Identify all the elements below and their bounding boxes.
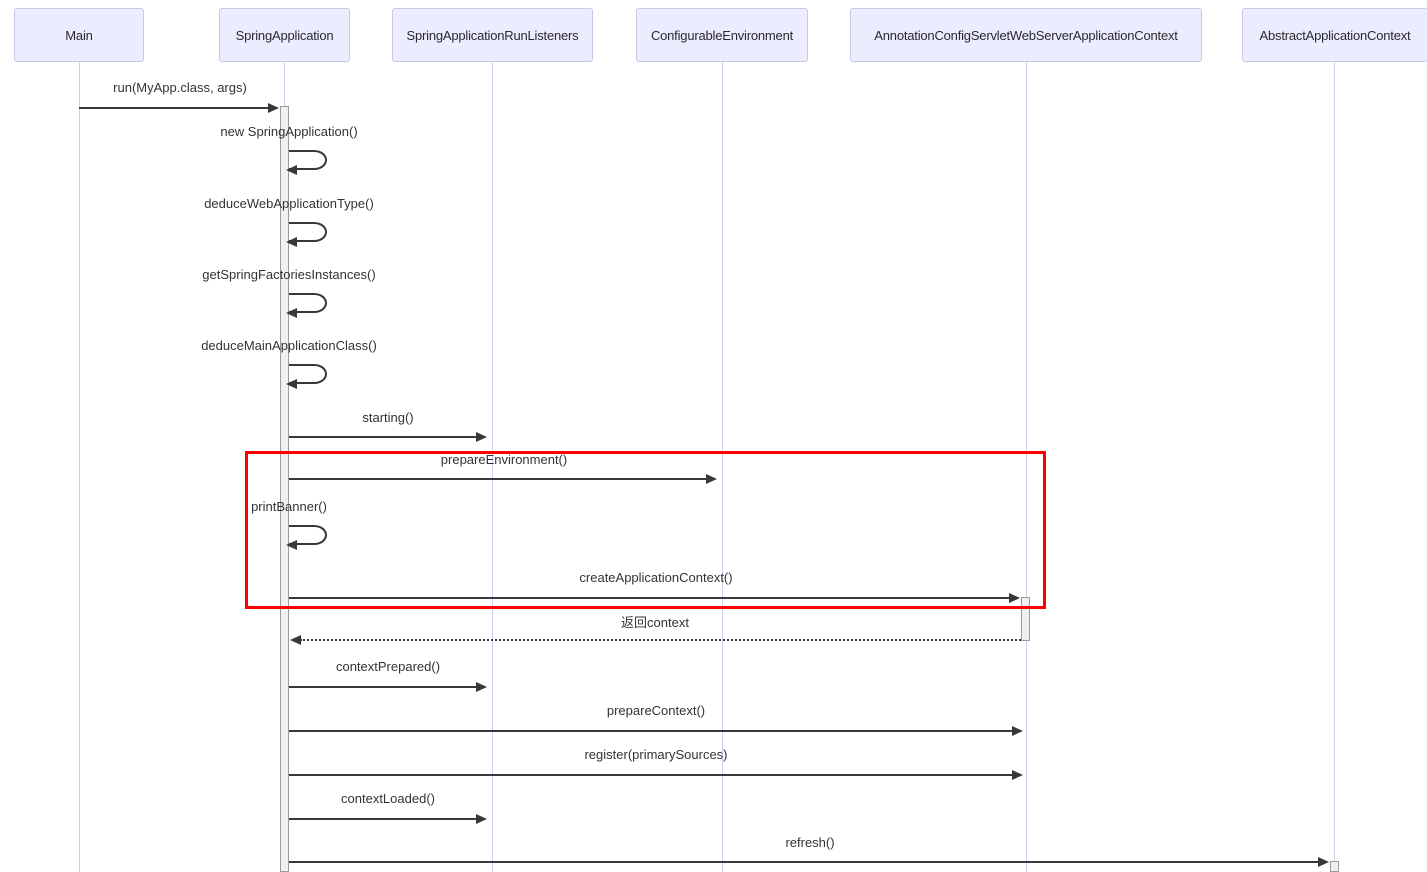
message-label-get-spring-factories-instances: getSpringFactoriesInstances()	[202, 267, 376, 282]
message-label-create-application-context: createApplicationContext()	[579, 570, 733, 585]
participant-spring-application-run-listeners: SpringApplicationRunListeners	[392, 8, 593, 62]
participant-spring-application: SpringApplication	[219, 8, 350, 62]
participant-main: Main	[14, 8, 144, 62]
participant-annotation-config-context: AnnotationConfigServletWebServerApplicat…	[850, 8, 1202, 62]
message-arrow-context-prepared	[289, 682, 487, 692]
participant-label: Main	[65, 27, 93, 43]
self-loop-print-banner	[286, 525, 327, 550]
message-label-context-loaded: contextLoaded()	[341, 791, 435, 806]
activation-annotation-config-context	[1021, 597, 1030, 641]
message-arrow-refresh	[289, 857, 1329, 867]
participant-label: SpringApplicationRunListeners	[406, 27, 579, 43]
message-label-print-banner: printBanner()	[251, 499, 327, 514]
message-label-refresh: refresh()	[785, 835, 835, 850]
message-arrow-create-application-context	[289, 593, 1020, 603]
participant-label: SpringApplication	[235, 27, 334, 43]
message-label-deduce-web-application-type: deduceWebApplicationType()	[204, 196, 374, 211]
message-label-new-spring-application: new SpringApplication()	[220, 124, 358, 139]
participant-configurable-environment: ConfigurableEnvironment	[636, 8, 808, 62]
message-label-register-primary-sources: register(primarySources)	[584, 747, 728, 762]
message-arrow-run	[79, 103, 279, 113]
message-arrow-prepare-context	[289, 726, 1023, 736]
self-loop-deduce-web-application-type	[286, 222, 327, 247]
message-arrow-register-primary-sources	[289, 770, 1023, 780]
self-loop-get-spring-factories-instances	[286, 293, 327, 318]
message-label-context-prepared: contextPrepared()	[335, 659, 441, 674]
message-arrow-starting	[289, 432, 487, 442]
participant-label: ConfigurableEnvironment	[650, 27, 794, 43]
message-label-prepare-environment: prepareEnvironment()	[440, 452, 568, 467]
lifeline-spring-application-run-listeners	[492, 62, 493, 872]
message-arrow-context-loaded	[289, 814, 487, 824]
activation-abstract-application-context	[1330, 861, 1339, 872]
message-arrow-return-context	[290, 635, 1021, 645]
message-label-run: run(MyApp.class, args)	[113, 80, 247, 95]
lifeline-annotation-config-context	[1026, 62, 1027, 872]
lifeline-abstract-application-context	[1334, 62, 1335, 872]
lifeline-configurable-environment	[722, 62, 723, 872]
participant-abstract-application-context: AbstractApplicationContext	[1242, 8, 1427, 62]
message-label-prepare-context: prepareContext()	[606, 703, 706, 718]
self-loop-deduce-main-application-class	[286, 364, 327, 389]
self-loop-new-spring-application	[286, 150, 327, 175]
lifeline-main	[79, 62, 80, 872]
participant-label: AbstractApplicationContext	[1259, 27, 1411, 43]
message-label-return-context: 返回context	[621, 615, 689, 630]
message-label-starting: starting()	[362, 410, 414, 425]
participant-label: AnnotationConfigServletWebServerApplicat…	[874, 27, 1178, 43]
message-arrow-prepare-environment	[289, 474, 717, 484]
highlight-rectangle	[245, 451, 1046, 609]
message-label-deduce-main-application-class: deduceMainApplicationClass()	[201, 338, 377, 353]
